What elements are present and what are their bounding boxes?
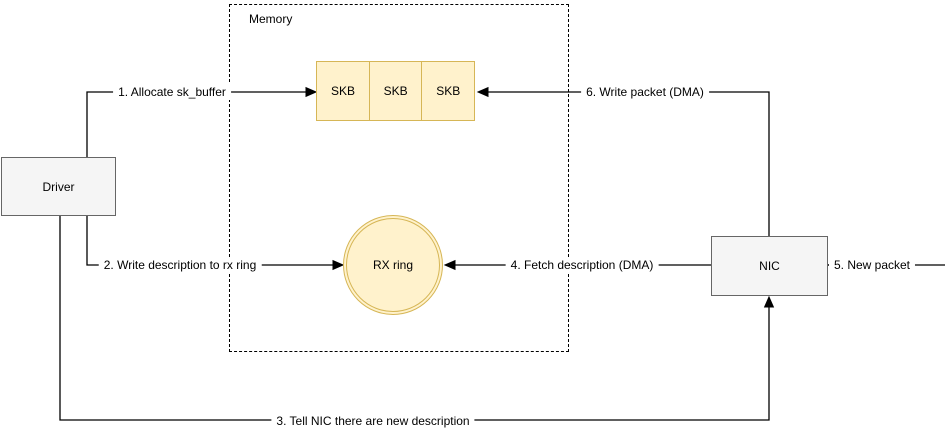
skb-label: SKB	[330, 84, 355, 98]
skb-group: SKB SKB SKB	[316, 61, 476, 121]
edge-label-fetch-description: 4. Fetch description (DMA)	[505, 257, 659, 273]
edge-write-description-arrowhead	[332, 259, 345, 271]
edge-tell-nic-arrowhead	[763, 295, 775, 308]
memory-label: Memory	[247, 12, 295, 26]
edge-fetch-description-arrowhead	[443, 259, 456, 271]
edge-allocate-skbuffer-arrowhead	[305, 86, 318, 98]
edge-write-packet-line	[481, 91, 770, 236]
edge-label-new-packet: 5. New packet	[828, 257, 916, 273]
memory-container: Memory	[229, 4, 569, 352]
skb-label: SKB	[436, 84, 461, 98]
edge-label-write-packet: 6. Write packet (DMA)	[581, 84, 709, 100]
edge-write-packet-arrowhead	[476, 86, 489, 98]
driver-node[interactable]: Driver	[1, 157, 116, 216]
nic-node[interactable]: NIC	[711, 236, 828, 296]
driver-label: Driver	[42, 179, 75, 194]
skb-node[interactable]: SKB	[316, 61, 370, 121]
edge-label-write-description: 2. Write description to rx ring	[98, 257, 262, 273]
nic-label: NIC	[759, 259, 780, 273]
edge-label-tell-nic: 3. Tell NIC there are new description	[271, 413, 475, 429]
edge-label-allocate-skbuffer: 1. Allocate sk_buffer	[113, 84, 231, 100]
rx-ring-label: RX ring	[372, 258, 413, 272]
skb-label: SKB	[383, 84, 408, 98]
rx-ring-node[interactable]: RX ring	[343, 215, 443, 315]
edge-allocate-skbuffer-line	[86, 91, 313, 157]
skb-node[interactable]: SKB	[368, 61, 423, 121]
skb-node[interactable]: SKB	[421, 61, 476, 121]
